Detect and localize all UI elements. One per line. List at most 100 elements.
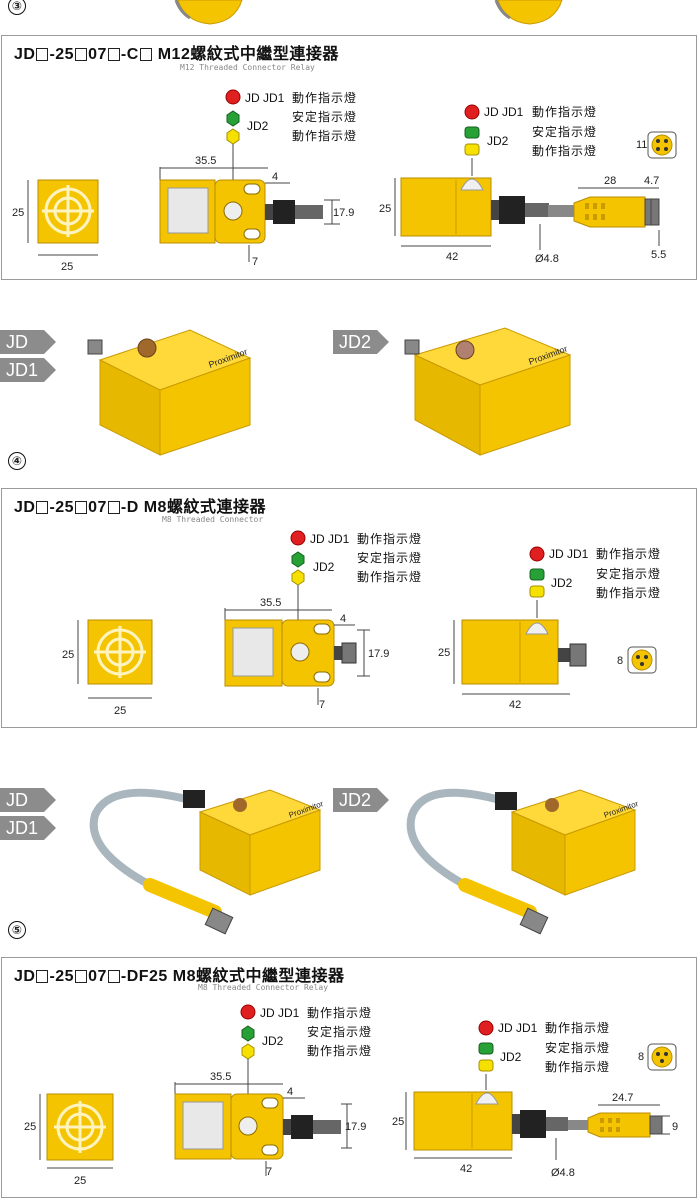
dim-17-9: 17.9 xyxy=(345,1121,366,1133)
green-led-icon xyxy=(529,568,545,581)
tag-jd1: JD1 xyxy=(0,358,56,382)
led-yellow-text: 動作指示燈 xyxy=(357,569,422,584)
dim-side-height: 25 xyxy=(392,1116,404,1128)
led-green-label: JD2 xyxy=(500,1050,522,1064)
dim-length-42: 42 xyxy=(446,251,458,263)
yellow-led-icon xyxy=(241,1043,255,1060)
front-view-square xyxy=(27,179,99,256)
m8-connector xyxy=(568,1104,670,1138)
dim-length-top: 35.5 xyxy=(195,155,216,167)
dim-square-height: 25 xyxy=(62,649,74,661)
led-green-text: 安定指示燈 xyxy=(596,566,661,581)
dim-length-top: 35.5 xyxy=(260,597,281,609)
pin-count: 8 xyxy=(617,655,623,667)
dim-17-9: 17.9 xyxy=(368,648,389,660)
top-connector-remnants xyxy=(174,0,563,25)
dim-square-width: 25 xyxy=(61,261,73,273)
led-green-text: 安定指示燈 xyxy=(307,1024,372,1039)
led-red-text: 動作指示燈 xyxy=(596,546,661,561)
dim-17-9: 17.9 xyxy=(333,207,354,219)
dim-connector-4-7: 4.7 xyxy=(644,175,659,187)
yellow-led-icon xyxy=(464,143,480,156)
pin-face-icon xyxy=(647,131,677,159)
led-green-text: 安定指示燈 xyxy=(357,550,422,565)
dim-length-top: 35.5 xyxy=(210,1071,231,1083)
section-number-4: ④ xyxy=(8,452,26,470)
led-green-text: 安定指示燈 xyxy=(545,1040,610,1055)
led-red-label: JD JD1 xyxy=(498,1021,538,1035)
dim-cable-dia: Ø4.8 xyxy=(535,253,559,265)
dim-connector-5-5: 5.5 xyxy=(651,249,666,261)
led-yellow-text: 動作指示燈 xyxy=(307,1043,372,1058)
led-red-text: 動作指示燈 xyxy=(357,531,422,546)
led-red-label: JD JD1 xyxy=(484,105,524,119)
dim-square-height: 25 xyxy=(24,1121,36,1133)
red-led-icon xyxy=(478,1020,494,1036)
tag-jd2: JD2 xyxy=(333,788,389,812)
led-green-text: 安定指示燈 xyxy=(532,124,597,139)
dim-side-height: 25 xyxy=(438,647,450,659)
led-green-label: JD2 xyxy=(487,134,509,148)
dim-square-height: 25 xyxy=(12,207,24,219)
dim-cable-dia: Ø4.8 xyxy=(551,1167,575,1179)
section-subtitle: M12 Threaded Connector Relay xyxy=(180,63,315,72)
dim-square-width: 25 xyxy=(74,1175,86,1187)
section-number-5: ⑤ xyxy=(8,921,26,939)
green-led-icon xyxy=(226,110,240,127)
led-red-label: JD JD1 xyxy=(310,532,350,546)
led-yellow-text: 動作指示燈 xyxy=(545,1059,610,1074)
led-green-text: 安定指示燈 xyxy=(292,109,357,124)
pin-count: 11 xyxy=(636,139,647,151)
dim-length-42: 42 xyxy=(509,699,521,711)
side-view-sensor xyxy=(394,158,549,250)
led-yellow-text: 動作指示燈 xyxy=(596,585,661,600)
led-red-label: JD JD1 xyxy=(549,547,589,561)
red-led-icon xyxy=(225,89,241,105)
led-red-label: JD JD1 xyxy=(245,91,285,105)
led-green-label: JD2 xyxy=(313,560,335,574)
yellow-led-icon xyxy=(529,585,545,598)
section-number-3: ③ xyxy=(8,0,26,15)
m12-connector xyxy=(548,187,660,246)
led-yellow-text: 動作指示燈 xyxy=(532,143,597,158)
dim-square-width: 25 xyxy=(114,705,126,717)
pin-face-icon xyxy=(627,646,657,674)
yellow-led-icon xyxy=(478,1059,494,1072)
sensor-photo-jd: Proximitor xyxy=(87,329,252,456)
green-led-icon xyxy=(241,1025,255,1042)
led-red-text: 動作指示燈 xyxy=(292,90,357,105)
red-led-icon xyxy=(240,1004,256,1020)
dim-4: 4 xyxy=(340,613,346,625)
top-view-sensor xyxy=(159,144,340,262)
tag-jd2: JD2 xyxy=(333,330,389,354)
led-yellow-text: 動作指示燈 xyxy=(292,128,357,143)
top-view-sensor xyxy=(224,585,370,705)
sensor-photo-cable-jd2: Proximitor xyxy=(406,788,640,935)
led-green-label: JD2 xyxy=(262,1034,284,1048)
tag-jd: JD xyxy=(0,788,56,812)
tag-jd: JD xyxy=(0,330,56,354)
dim-4: 4 xyxy=(272,171,278,183)
led-red-label: JD JD1 xyxy=(260,1006,300,1020)
dim-connector-24-7: 24.7 xyxy=(612,1092,633,1104)
green-led-icon xyxy=(464,126,480,139)
led-red-text: 動作指示燈 xyxy=(545,1020,610,1035)
dim-length-42: 42 xyxy=(460,1163,472,1175)
red-led-icon xyxy=(529,546,545,562)
dim-7: 7 xyxy=(266,1166,272,1178)
pin-count: 8 xyxy=(638,1051,644,1063)
dim-7: 7 xyxy=(252,256,258,268)
red-led-icon xyxy=(464,104,480,120)
front-view-square xyxy=(77,619,153,699)
section-subtitle: M8 Threaded Connector xyxy=(162,515,264,524)
